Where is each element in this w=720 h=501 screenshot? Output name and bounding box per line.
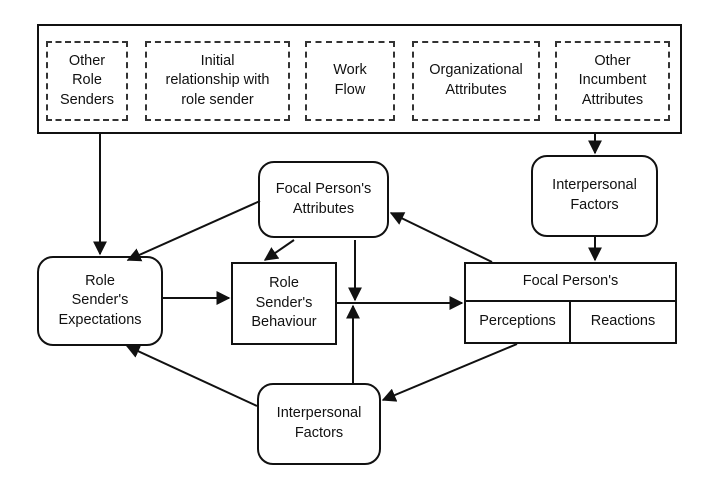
arrow-attributes-to-behaviour xyxy=(263,239,295,261)
other-incumbent-attributes-box: Other Incumbent Attributes xyxy=(555,41,670,121)
focal-person-attributes-label: Focal Person's Attributes xyxy=(275,180,372,217)
other-role-senders-label: Other Role Senders xyxy=(59,52,114,108)
perceptions-cell: Perceptions xyxy=(466,302,571,342)
reactions-cell: Reactions xyxy=(571,302,675,342)
work-flow-box: Work Flow xyxy=(305,41,395,121)
organizational-attributes-box: Organizational Attributes xyxy=(412,41,540,121)
interpersonal-factors-top-label: Interpersonal Factors xyxy=(552,177,637,213)
focal-person-attributes-box: Focal Person's Attributes xyxy=(258,161,389,238)
initial-relationship-label: Initial relationship with role sender xyxy=(165,52,270,108)
arrow-focal-to-interpersonal-bottom xyxy=(381,343,518,402)
arrow-interpersonal-bottom-to-expectations xyxy=(125,344,258,407)
role-sender-behaviour-label: Role Sender's Behaviour xyxy=(251,275,317,331)
focal-person-box: Focal Person's Perceptions Reactions xyxy=(464,262,677,344)
work-flow-label: Work Flow xyxy=(333,62,367,98)
focal-person-header: Focal Person's xyxy=(466,264,675,302)
initial-relationship-box: Initial relationship with role sender xyxy=(145,41,290,121)
role-sender-behaviour-box: Role Sender's Behaviour xyxy=(231,262,337,345)
perceptions-label: Perceptions xyxy=(479,313,556,330)
reactions-label: Reactions xyxy=(590,313,656,330)
role-sender-expectations-box: Role Sender's Expectations xyxy=(37,256,163,346)
interpersonal-factors-bottom-box: Interpersonal Factors xyxy=(257,383,381,465)
focal-person-header-label: Focal Person's xyxy=(522,273,619,290)
interpersonal-factors-bottom-label: Interpersonal Factors xyxy=(276,405,362,441)
other-incumbent-attributes-label: Other Incumbent Attributes xyxy=(578,52,647,108)
organizational-attributes-label: Organizational Attributes xyxy=(429,62,523,98)
role-sender-expectations-label: Role Sender's Expectations xyxy=(58,272,142,328)
arrow-attributes-to-expectations xyxy=(126,200,261,262)
other-role-senders-box: Other Role Senders xyxy=(46,41,128,121)
interpersonal-factors-top-box: Interpersonal Factors xyxy=(531,155,658,237)
arrow-focal-to-attributes xyxy=(389,212,493,263)
